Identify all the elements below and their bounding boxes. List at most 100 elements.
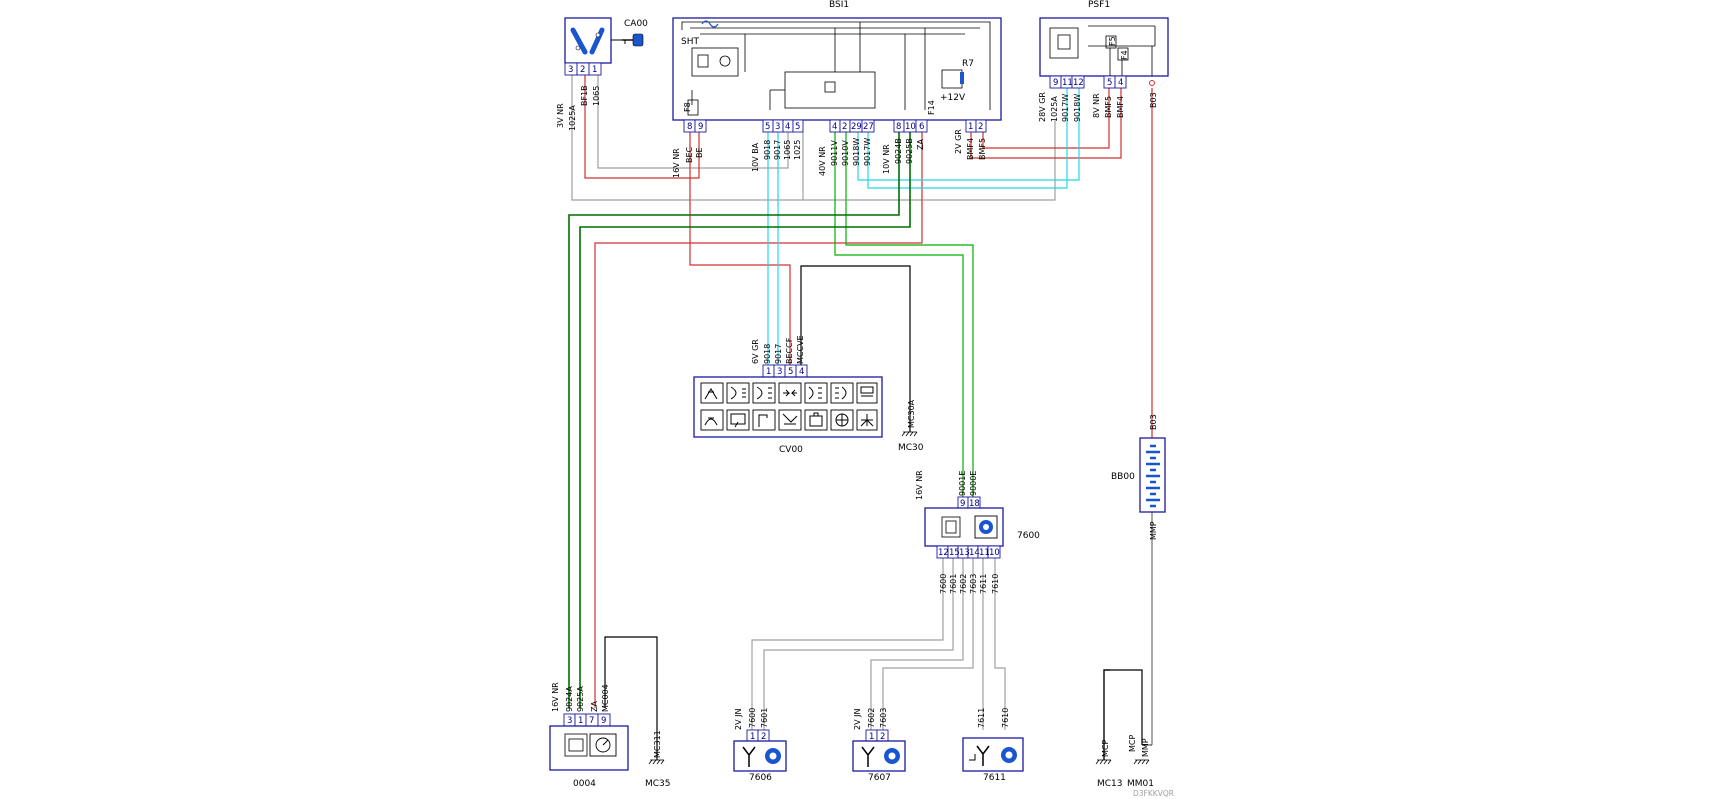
- component-7611[interactable]: 7611 7610 7611: [962, 708, 1024, 783]
- bsi1-gauge: 40V NR: [818, 146, 827, 176]
- display-icon: [782, 413, 798, 425]
- cv00-pin: 3: [777, 367, 782, 377]
- bsi1-wire: 1065: [783, 140, 792, 160]
- wire-7610-7611: [994, 558, 1006, 730]
- component-ca00[interactable]: CA00 3 2 1 1025A BF1B 1065 3V NR: [556, 17, 648, 131]
- psf1-f4: F4: [1120, 50, 1129, 60]
- bsi1-pin: 5: [795, 122, 800, 132]
- bsi1-wire: BEC: [685, 146, 694, 163]
- wire-1025a-ca00-psf1: [571, 75, 1056, 201]
- psf1-pin: 9: [1053, 78, 1058, 88]
- psf1-label: PSF1: [1088, 0, 1110, 10]
- c0004-gauge: 16V NR: [551, 682, 560, 712]
- bsi1-pin: 5: [765, 122, 770, 132]
- component-0004[interactable]: 16V NR 9024A 9025A ZA MC004 3 1 7 9 0004: [549, 682, 629, 789]
- psf1-pin: 4: [1118, 78, 1123, 88]
- c7611-label: 7611: [983, 773, 1006, 783]
- c7607-gauge: 2V JN: [853, 709, 862, 730]
- component-7600[interactable]: 9 18 16V NR 9001E 9000E 7600 12 15 13 14…: [915, 470, 1040, 594]
- cv00-pin: 4: [799, 367, 804, 377]
- psf1-f5: F5: [1108, 36, 1117, 46]
- screen-wash-icon: [730, 413, 746, 428]
- c7606-wire: 7600: [748, 708, 757, 728]
- ca00-gauge: 3V NR: [556, 103, 565, 128]
- c7600-wire: 7602: [959, 574, 968, 594]
- bsi1-wire: BE: [695, 147, 704, 158]
- bsi1-wire: 9018W: [852, 138, 861, 166]
- cv00-wire: 9017: [774, 344, 783, 364]
- psf1-wire: 9017W: [1061, 94, 1070, 122]
- component-7606[interactable]: 2V JN 7600 7601 1 2 7606: [733, 708, 787, 783]
- c7600-gauge: 16V NR: [915, 470, 924, 500]
- bb00-top-wire: B03: [1149, 414, 1158, 430]
- c7607-wire: 7603: [879, 708, 888, 728]
- c7600-pin: 9: [960, 499, 965, 509]
- c0004-label: 0004: [573, 779, 596, 789]
- cv00-pin: 5: [788, 367, 793, 377]
- lever-icon: [860, 414, 874, 427]
- mc30-label: MC30: [898, 443, 924, 453]
- ca00-pin: 3: [568, 65, 573, 75]
- cv00-label: CV00: [779, 445, 803, 455]
- mm01-label: MM01: [1127, 779, 1154, 789]
- cv00-wire: MCCVE: [796, 335, 805, 364]
- psf1-pin: 11: [1062, 78, 1073, 88]
- c7600-pin: 13: [959, 548, 970, 558]
- bsi1-f14: F14: [927, 100, 936, 115]
- wire-7603-7607: [882, 558, 974, 730]
- bsi1-gauge: 10V NR: [882, 144, 891, 174]
- ca00-wire: 1065: [592, 86, 601, 106]
- c7600-wire: 7600: [939, 574, 948, 594]
- bsi1-connector-40v: 4 2 29 27 40V NR 9011V 9010V 9018W 9017W: [818, 119, 875, 176]
- c7611-wire: 7610: [1001, 708, 1010, 728]
- wire-1065-ca00-bsi1: [597, 75, 789, 169]
- bsi1-label: BSI1: [829, 0, 849, 10]
- bsi1-pin: 4: [785, 122, 790, 132]
- psf1-gauge: 28V GR: [1038, 92, 1047, 122]
- component-bb00[interactable]: B03 BB00 MMP: [1111, 414, 1166, 540]
- c7600-wire: 9000E: [969, 471, 978, 496]
- c7607-pin: 2: [880, 732, 885, 742]
- battery-icon: [1146, 444, 1160, 508]
- ground-mc13: MCP MC13: [1095, 740, 1123, 789]
- wire-7600-7606: [751, 558, 944, 730]
- bsi1-wire: 9018: [763, 140, 772, 160]
- ca00-wire: BF1B: [580, 85, 589, 106]
- c7606-wire: 7601: [760, 708, 769, 728]
- c7607-wire: 7602: [867, 708, 876, 728]
- bsi1-wire: 9011V: [830, 140, 839, 166]
- component-7607[interactable]: 2V JN 7602 7603 1 2 7607: [852, 708, 906, 783]
- component-bsi1[interactable]: BSI1 SHT R7 +12V F8 F14: [672, 0, 1002, 178]
- c7600-wire: 7610: [991, 574, 1000, 594]
- gauge-icon: [589, 733, 617, 757]
- wire-9011v-bsi1-7600: [834, 132, 964, 508]
- mc35-wire: MC311: [653, 730, 662, 758]
- c7600-wire: 9001E: [958, 471, 967, 496]
- mm01-wire: MMP: [1141, 738, 1150, 757]
- cv00-icon-grid: [700, 382, 878, 431]
- mc30-wire: MC30A: [907, 399, 916, 428]
- mm01-wire: MCP: [1128, 735, 1137, 752]
- wire-9025b-bsi1-0004: [579, 132, 911, 708]
- c7606-gauge: 2V JN: [734, 709, 743, 730]
- ground-mc35: MC311 MC35: [645, 730, 671, 789]
- c7600-pin: 15: [949, 548, 960, 558]
- bsi1-wire: ZA: [916, 139, 925, 150]
- wire-9018w-bsi1-psf1: [857, 88, 1080, 181]
- component-psf1[interactable]: PSF1 F5 F4 B03 9 11 12 28V GR 1025A: [1038, 0, 1169, 122]
- bsi1-wire: 9025B: [905, 138, 914, 164]
- bsi1-internal-circuit: [681, 21, 991, 110]
- bsi1-wire: 9024B: [894, 138, 903, 164]
- c7606-pin: 2: [761, 732, 766, 742]
- bsi1-connector-10v-ba: 5 3 4 5 10V BA 9018 9017 1065 1025: [751, 119, 804, 172]
- bsi1-wire: 9017: [773, 140, 782, 160]
- component-cv00[interactable]: 1 3 5 4 6V GR 9018 9017 BECCF MCCVE: [693, 335, 883, 455]
- c7600-pin: 12: [938, 548, 949, 558]
- bsi1-pin: 27: [863, 122, 874, 132]
- c0004-wire: ZA: [590, 701, 599, 712]
- antenna-icon: [742, 746, 756, 767]
- bsi1-connector-10v-nr: 8 10 6 10V NR 9024B 9025B ZA: [882, 119, 928, 174]
- psf1-wire: BMF4: [1116, 96, 1125, 118]
- indicator-icon: [783, 389, 797, 397]
